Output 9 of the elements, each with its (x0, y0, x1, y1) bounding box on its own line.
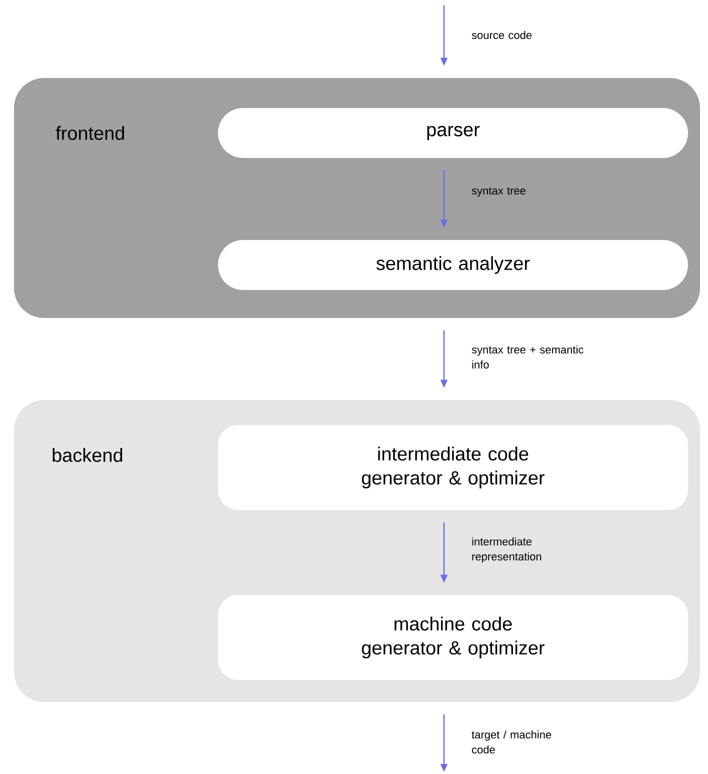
process-box: machine code generator & optimizer (218, 595, 688, 680)
edge-label: syntax tree + semantic info (472, 345, 584, 369)
edge-label: intermediate representation (472, 537, 542, 563)
edge-label: syntax tree (472, 187, 526, 197)
process-box: semantic analyzer (218, 240, 688, 290)
process-box: parser (218, 108, 688, 158)
edge-label: target / machine code (472, 730, 552, 754)
process-box: intermediate code generator & optimizer (218, 425, 688, 510)
edge-label: source code (472, 30, 532, 40)
